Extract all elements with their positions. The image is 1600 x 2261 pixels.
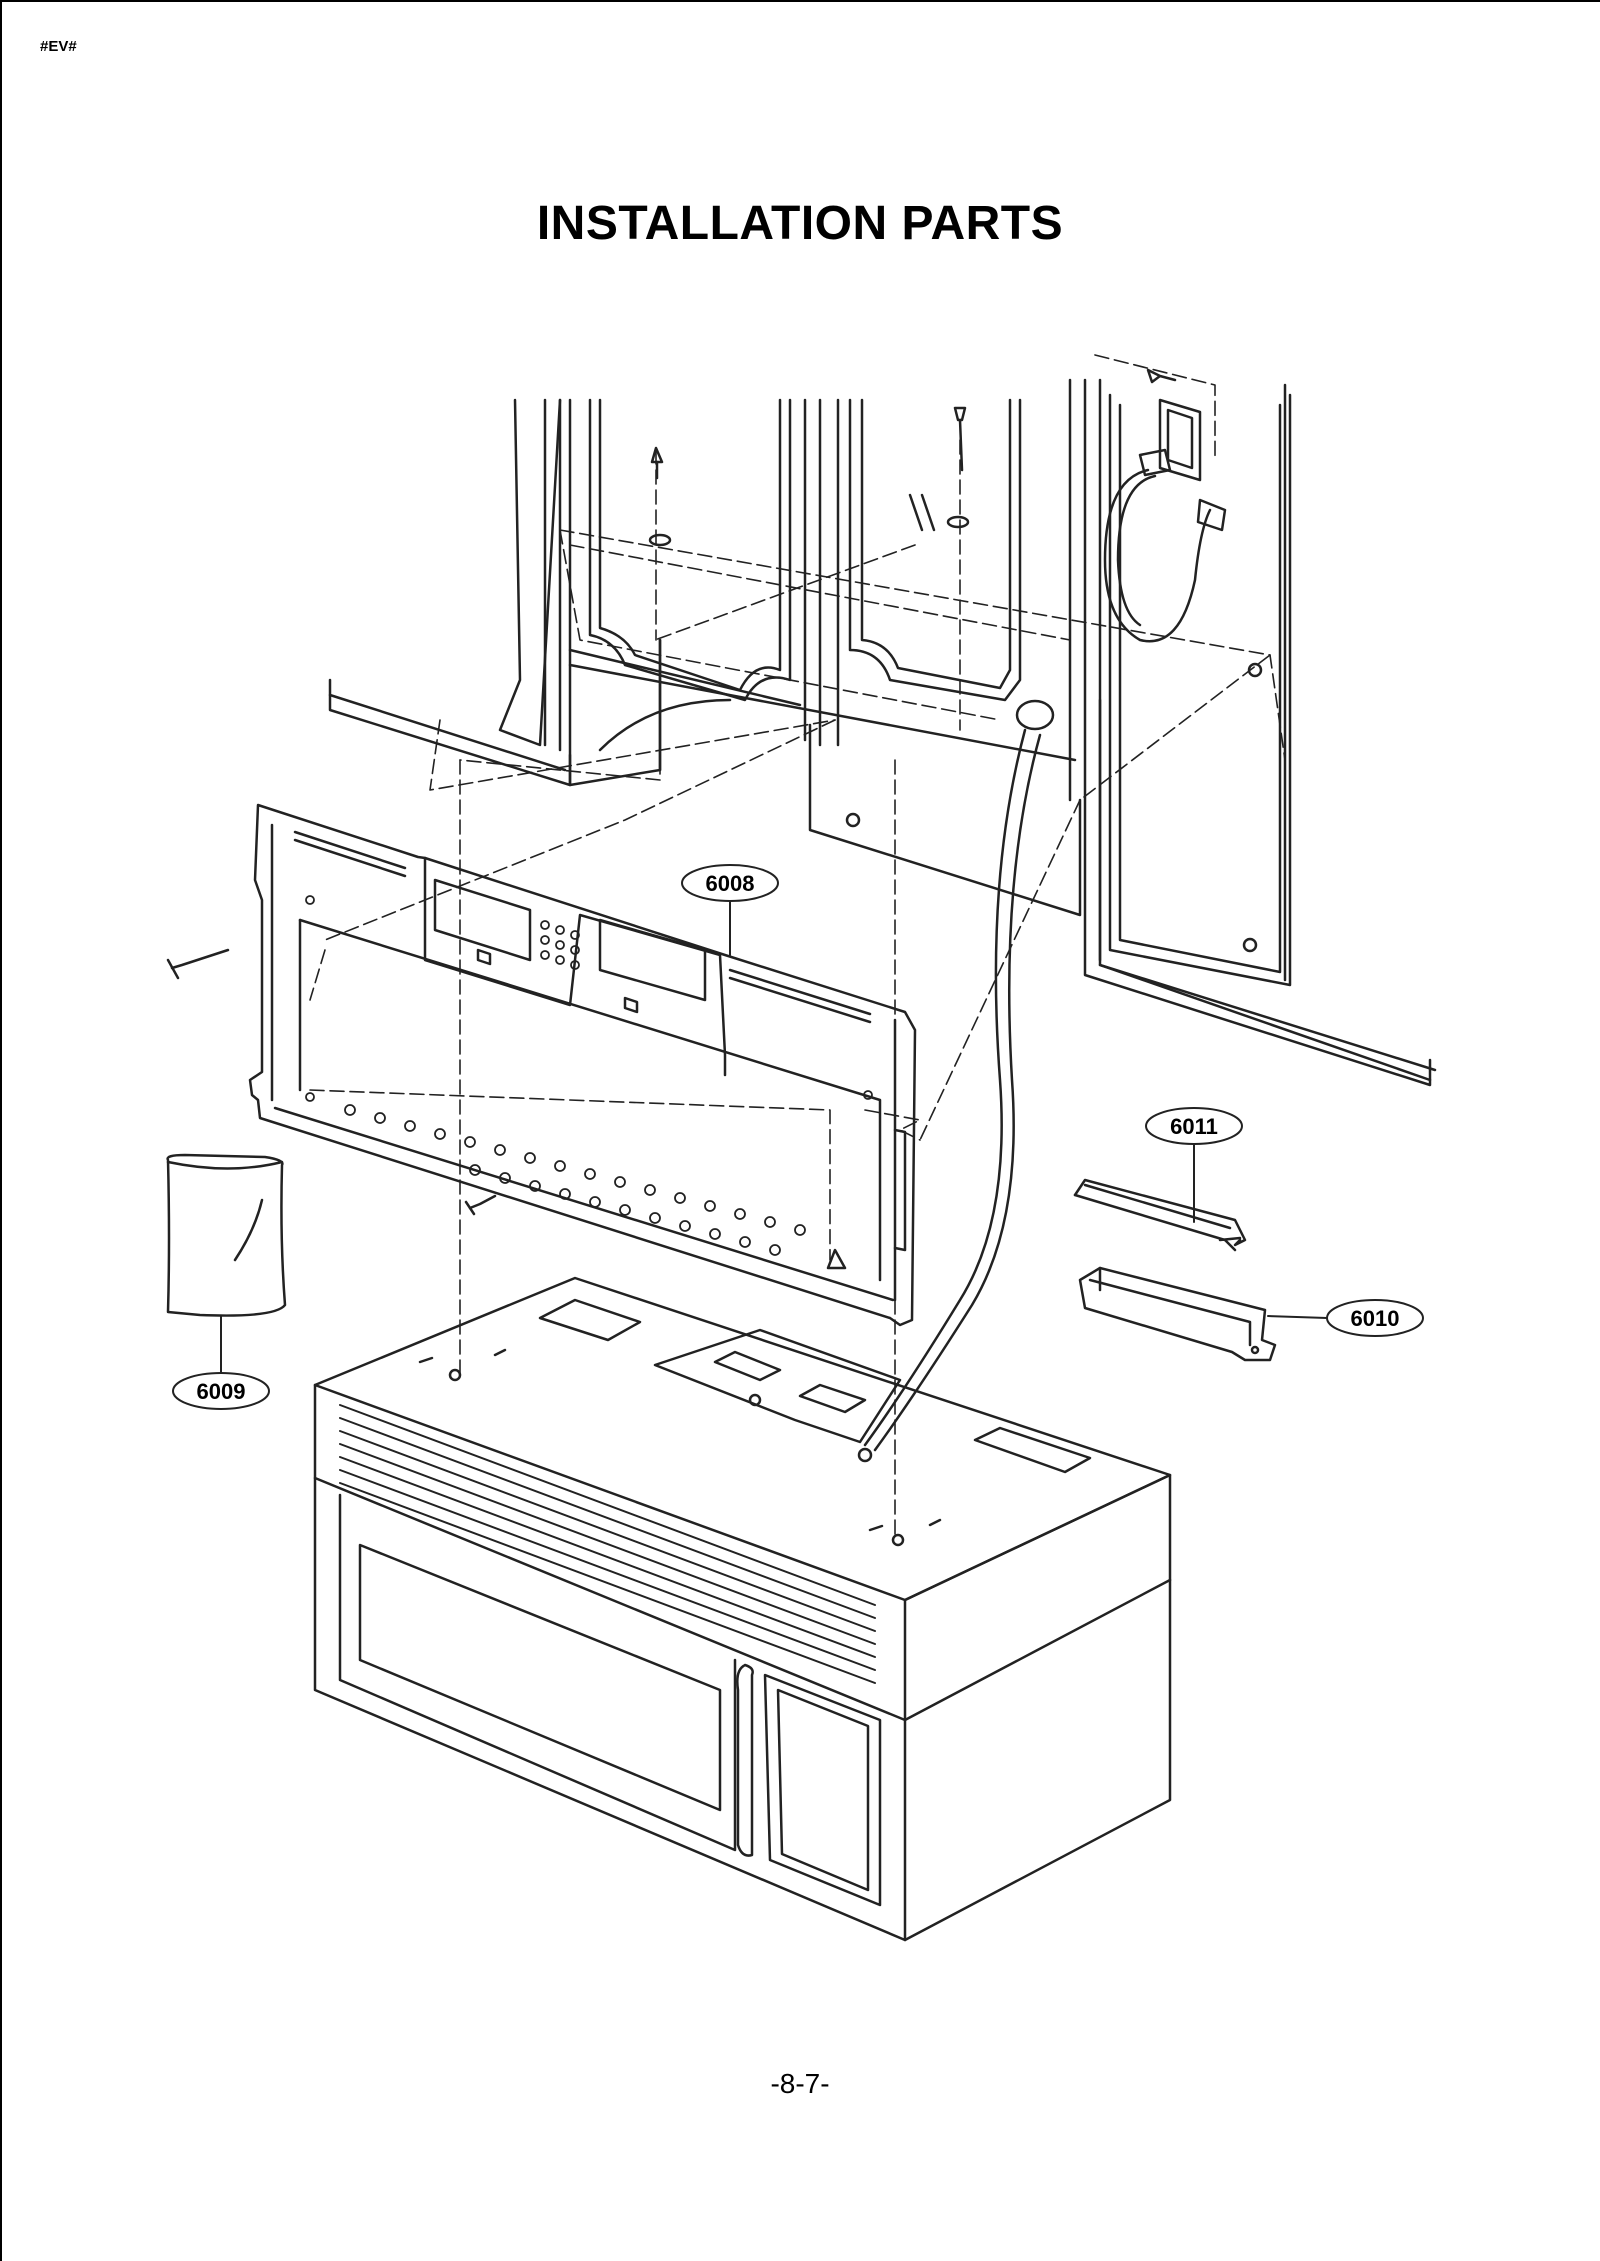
- callout-6011: 6011: [1145, 1107, 1243, 1223]
- callout-6011-label: 6011: [1170, 1114, 1218, 1139]
- callout-6010-label: 6010: [1351, 1306, 1400, 1331]
- page-number: -8-7-: [770, 2068, 830, 2099]
- callout-6009: 6009: [172, 1315, 270, 1410]
- vent-holes-center: [540, 920, 580, 970]
- mounting-screws: [166, 368, 1177, 1216]
- plate-holes-row: [305, 895, 873, 1256]
- vent-slats: [339, 1404, 876, 1684]
- mounting-plate: [248, 803, 917, 1327]
- page-title: INSTALLATION PARTS: [536, 197, 1064, 250]
- power-cord: [863, 699, 1055, 1452]
- document-code: #EV#: [40, 38, 77, 55]
- callout-6008: 6008: [681, 864, 779, 956]
- callout-6010: 6010: [1267, 1299, 1424, 1337]
- part-6009-template: [166, 1153, 287, 1317]
- wall-cabinets: [328, 378, 1437, 1087]
- part-6010-duct: [1078, 1266, 1277, 1362]
- installation-guide-lines: [309, 354, 1286, 1541]
- microwave-oven: [313, 1276, 1172, 1942]
- callout-6008-label: 6008: [706, 871, 755, 896]
- part-6011-filter: [1073, 1178, 1247, 1252]
- power-outlet-and-cord: [1103, 398, 1227, 643]
- callout-6009-label: 6009: [197, 1379, 246, 1404]
